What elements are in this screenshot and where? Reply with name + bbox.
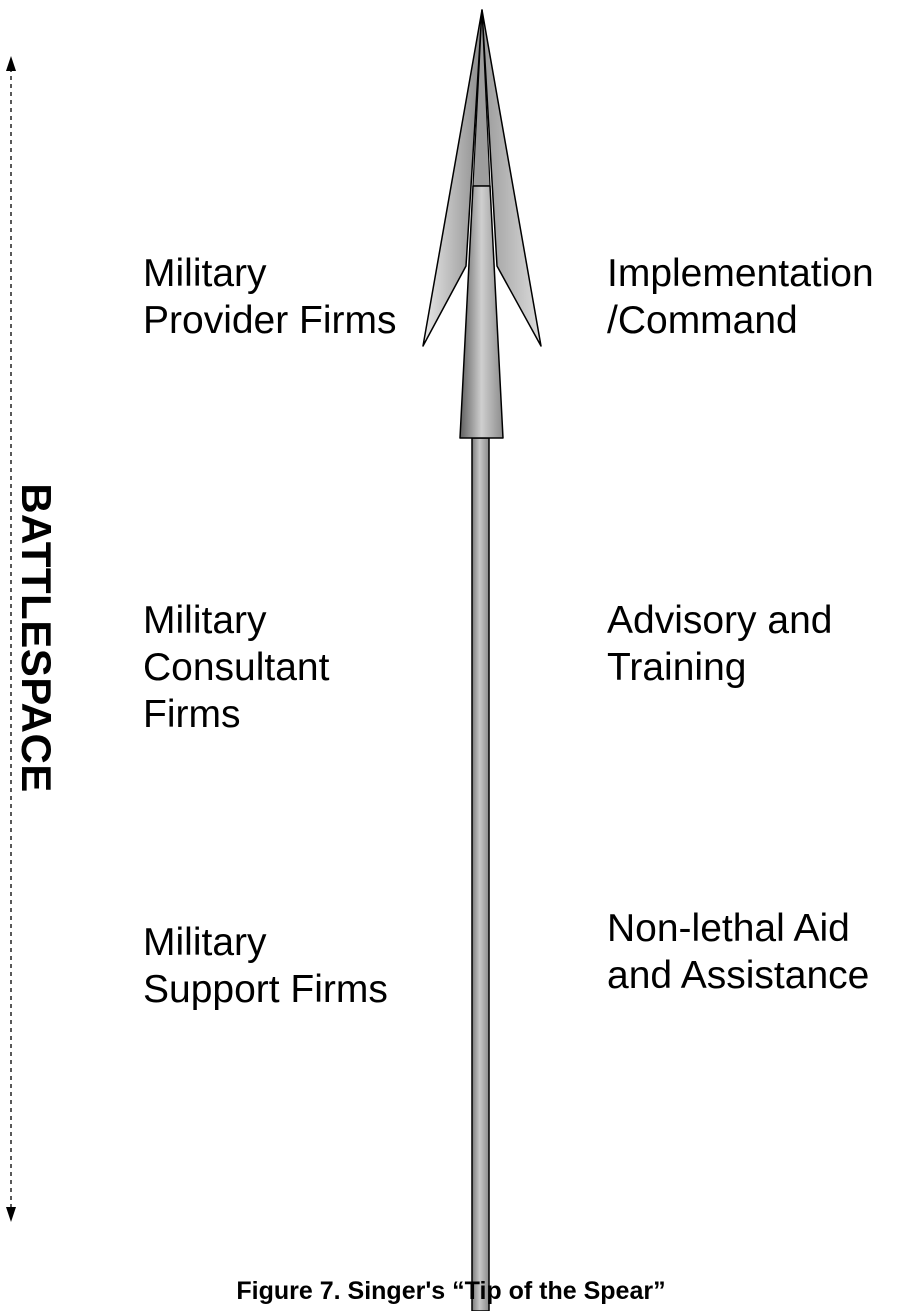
- battlespace-axis-label: BATTLESPACE: [12, 473, 60, 803]
- tier1-firm-line1: Military: [143, 252, 267, 295]
- tier2-role-line1: Advisory and: [607, 599, 833, 642]
- tier1-firm-label: Military Provider Firms: [143, 250, 397, 344]
- tier3-firm-label: Military Support Firms: [143, 919, 388, 1013]
- tier2-firm-line3: Firms: [143, 693, 241, 736]
- tier3-role-line1: Non-lethal Aid: [607, 907, 850, 950]
- tier3-role-label: Non-lethal Aid and Assistance: [607, 905, 869, 999]
- tier1-role-line2: /Command: [607, 299, 798, 342]
- tier2-firm-label: Military Consultant Firms: [143, 597, 329, 738]
- tier2-role-label: Advisory and Training: [607, 597, 832, 691]
- tier1-role-line1: Implementation: [607, 252, 874, 295]
- tier1-firm-line2: Provider Firms: [143, 299, 397, 342]
- tier2-firm-line1: Military: [143, 599, 267, 642]
- tier1-role-label: Implementation /Command: [607, 250, 874, 344]
- double-headed-dashed-arrow-icon: [6, 56, 16, 1222]
- tier2-firm-line2: Consultant: [143, 646, 330, 689]
- figure-caption: Figure 7. Singer's “Tip of the Spear”: [236, 1277, 666, 1305]
- tier3-firm-line2: Support Firms: [143, 968, 388, 1011]
- tier3-firm-line1: Military: [143, 921, 267, 964]
- spear-arrow-icon: [422, 9, 542, 1311]
- tier2-role-line2: Training: [607, 646, 747, 689]
- tier3-role-line2: and Assistance: [607, 954, 870, 997]
